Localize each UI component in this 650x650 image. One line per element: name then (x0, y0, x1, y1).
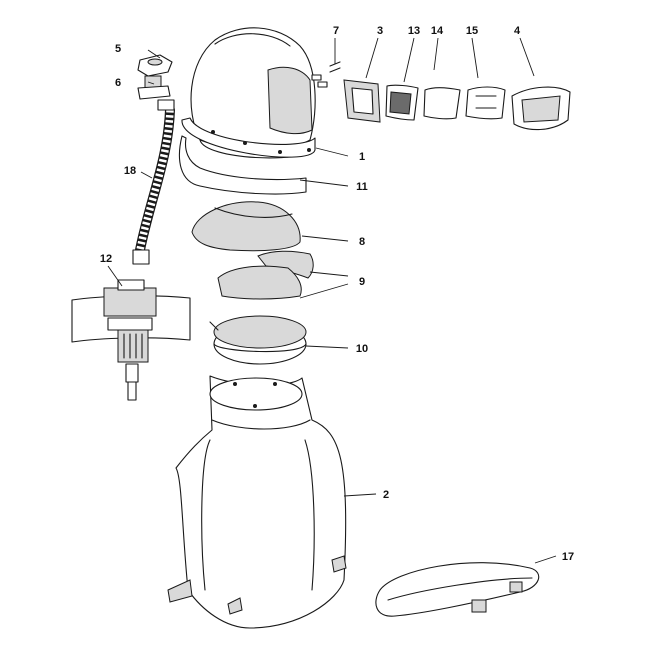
screws-part (311, 61, 341, 88)
callout-1: 1 (359, 151, 365, 163)
suspension-pad-part (217, 250, 314, 300)
callout-9: 9 (359, 276, 365, 288)
lens-cover-part (465, 86, 506, 120)
breathing-hose (132, 99, 175, 265)
callout-5: 5 (115, 43, 121, 55)
lens-frame-part (343, 79, 381, 123)
callout-15: 15 (466, 25, 478, 37)
helmet-shell (181, 27, 316, 159)
cape-part (167, 375, 347, 629)
callout-12: 12 (100, 253, 112, 265)
callout-3: 3 (377, 25, 383, 37)
callout-4: 4 (514, 25, 521, 37)
collar-part (178, 135, 307, 195)
callout-14: 14 (431, 25, 444, 37)
callout-17: 17 (562, 551, 574, 563)
callout-18: 18 (124, 165, 136, 177)
fitting-part (137, 75, 171, 100)
callout-2: 2 (383, 489, 389, 501)
callout-7: 7 (333, 25, 339, 37)
belt-part (375, 562, 540, 617)
inner-cap-part (191, 201, 301, 252)
air-valve-part (71, 279, 191, 401)
callout-13: 13 (408, 25, 420, 37)
callout-labels: 1 2 3 4 5 6 7 8 9 10 11 12 13 14 15 17 1… (100, 25, 574, 563)
callout-6: 6 (115, 77, 121, 89)
leader-lines (107, 37, 557, 564)
window-frame-part (511, 86, 571, 131)
inner-collar-part (209, 315, 307, 365)
clear-lens-part (423, 87, 461, 120)
callout-11: 11 (356, 181, 368, 193)
callout-10: 10 (356, 343, 368, 355)
callout-8: 8 (359, 236, 365, 248)
dark-lens-part (385, 84, 419, 121)
nut-part (137, 54, 173, 77)
